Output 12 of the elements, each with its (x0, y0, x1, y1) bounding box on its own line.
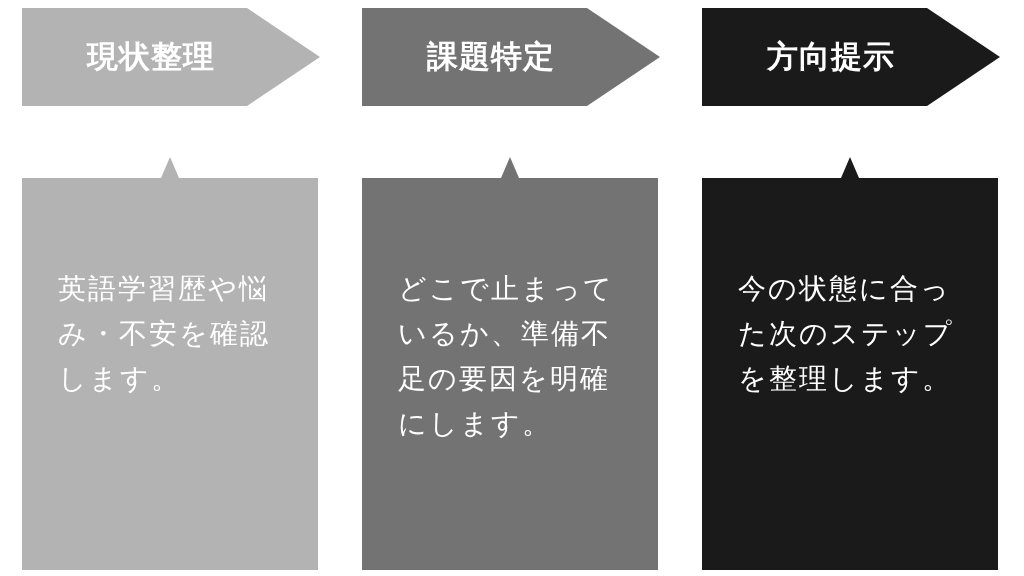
step-title: 課題特定 (427, 37, 555, 76)
step-title: 現状整理 (87, 37, 215, 76)
step-description: どこで止まっているか、準備不足の要因を明確にします。 (398, 271, 615, 442)
step-arrow (362, 8, 660, 106)
step-arrow (702, 8, 1000, 106)
step-title: 方向提示 (767, 37, 895, 76)
step-arrow (22, 8, 320, 106)
step-description: 英語学習歴や悩み・不安を確認します。 (58, 271, 271, 397)
callout-box (702, 157, 998, 570)
callout-box (362, 157, 658, 570)
callout-box (22, 157, 318, 570)
step-description: 今の状態に合った次のステップを整理します。 (738, 271, 955, 397)
